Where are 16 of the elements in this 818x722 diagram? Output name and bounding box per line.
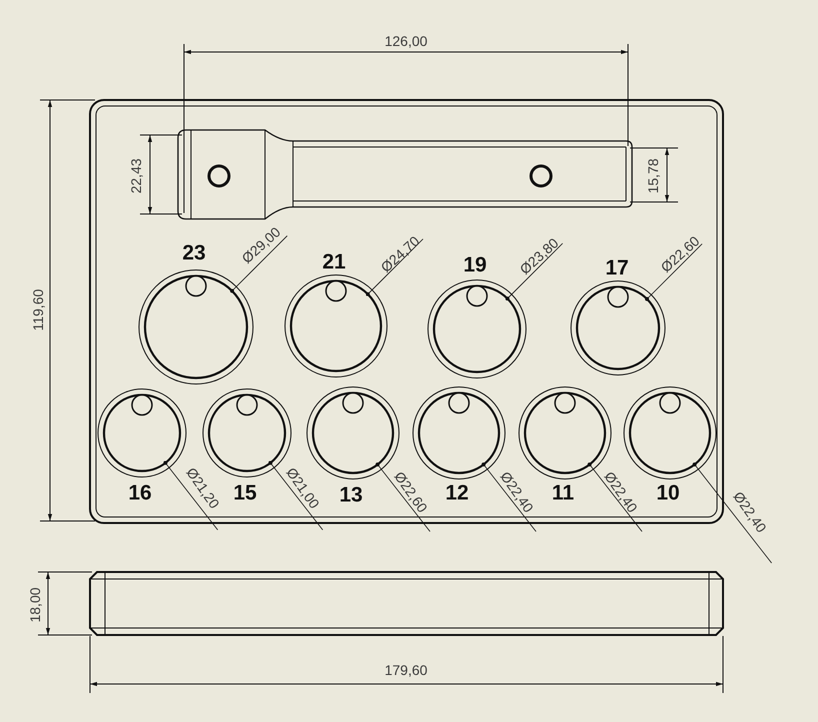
dimension-value: 179,60: [384, 663, 428, 677]
engraved-number: 16: [128, 482, 152, 504]
dimension-value: 15,78: [646, 158, 660, 194]
dimension-value: 18,00: [28, 587, 42, 623]
engraved-number: 13: [339, 484, 363, 506]
engraved-number: 10: [656, 482, 680, 504]
dimension-value: 22,43: [129, 158, 143, 194]
engraved-number: 11: [552, 482, 574, 504]
dimension-value: 126,00: [384, 34, 428, 48]
engraved-number: 12: [445, 482, 469, 504]
engraved-number: 17: [605, 258, 629, 278]
engraved-number: 19: [463, 254, 487, 276]
engraved-number: 21: [322, 252, 346, 272]
engraved-number: 23: [182, 242, 206, 264]
engraved-number: 15: [233, 482, 257, 504]
dimension-value: 119,60: [31, 289, 45, 331]
